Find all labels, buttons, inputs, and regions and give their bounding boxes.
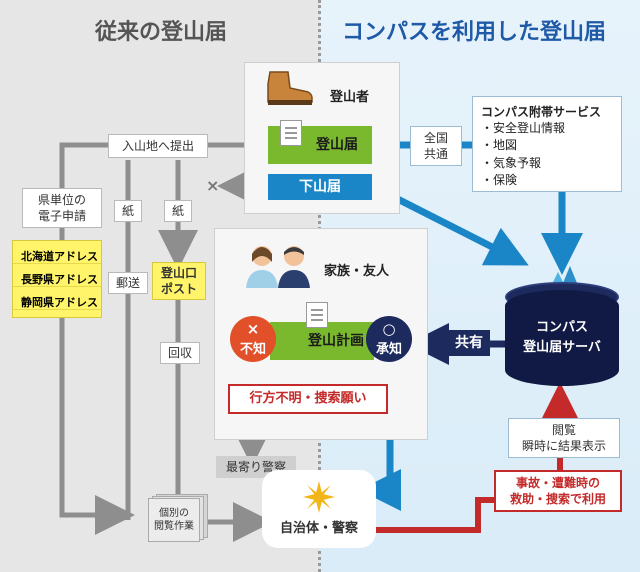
descent-form-box: 下山届 <box>268 174 372 200</box>
post-box: 登山口 ポスト <box>152 262 206 300</box>
unknown-mark: × <box>246 320 260 339</box>
unknown-circle: × 不知 <box>230 316 276 362</box>
nationwide-box: 全国 共通 <box>410 126 462 166</box>
document-icon <box>280 120 302 146</box>
services-title: コンパス附帯サービス <box>481 105 602 119</box>
service-safety: ・安全登山情報 <box>481 121 566 135</box>
address-nagano: 長野県アドレス <box>21 273 98 286</box>
service-map: ・地図 <box>481 138 518 153</box>
police-emblem-icon <box>303 481 335 514</box>
address-shizuoka: 静岡県アドレス <box>21 296 98 309</box>
boot-icon <box>264 70 314 106</box>
traditional-title: 従来の登山届 <box>95 20 228 45</box>
compass-title: コンパスを利用した登山届 <box>342 20 607 45</box>
paper-box-1: 紙 <box>114 200 142 222</box>
address-hokkaido: 北海道アドレス <box>21 250 98 263</box>
server-cylinder <box>505 290 619 386</box>
family-label: 家族・友人 <box>324 264 390 279</box>
paper-box-2: 紙 <box>164 200 192 222</box>
aware-mark: ○ <box>382 320 396 339</box>
view-box: 閲覧 瞬時に結果表示 <box>508 418 620 458</box>
services-box: コンパス附帯サービス ・安全登山情報 ・地図 ・気象予報 ・保険 <box>472 96 622 192</box>
climber-label: 登山者 <box>330 90 370 105</box>
descent-x-mark: × <box>206 176 220 195</box>
plan-document-icon <box>306 302 328 328</box>
climber-form-label: 登山届 <box>316 136 358 153</box>
authority-box: 自治体・警察 <box>262 470 376 548</box>
unknown-label: 不知 <box>239 341 266 357</box>
prefecture-box: 県単位の 電子申請 <box>22 188 102 228</box>
share-label: 共有 <box>448 330 490 356</box>
address-note: 北海道アドレス 長野県アドレス 静岡県アドレス <box>12 240 102 318</box>
aware-circle: ○ 承知 <box>366 316 412 362</box>
left-outer-line <box>59 142 135 535</box>
individual-work-label: 個別の 閲覧作業 <box>148 498 200 542</box>
server-label: コンパス 登山届サーバ <box>523 320 601 355</box>
family-people-icon <box>244 242 314 288</box>
rescue-box: 事故・遭難時の 救助・捜索で利用 <box>494 470 622 512</box>
collect-box: 回収 <box>160 342 200 364</box>
service-insurance: ・保険 <box>481 173 518 188</box>
authority-to-server <box>376 382 578 533</box>
document-stack-icon: 個別の 閲覧作業 <box>148 494 208 542</box>
missing-box: 行方不明・捜索願い <box>228 384 388 414</box>
mail-box: 郵送 <box>108 272 148 294</box>
authority-label: 自治体・警察 <box>279 521 358 537</box>
aware-label: 承知 <box>375 341 402 357</box>
plan-label: 登山計画 <box>308 332 364 349</box>
submit-box: 入山地へ提出 <box>108 134 208 158</box>
service-weather: ・気象予報 <box>481 155 542 170</box>
plan-box: 登山計画 <box>270 322 374 360</box>
